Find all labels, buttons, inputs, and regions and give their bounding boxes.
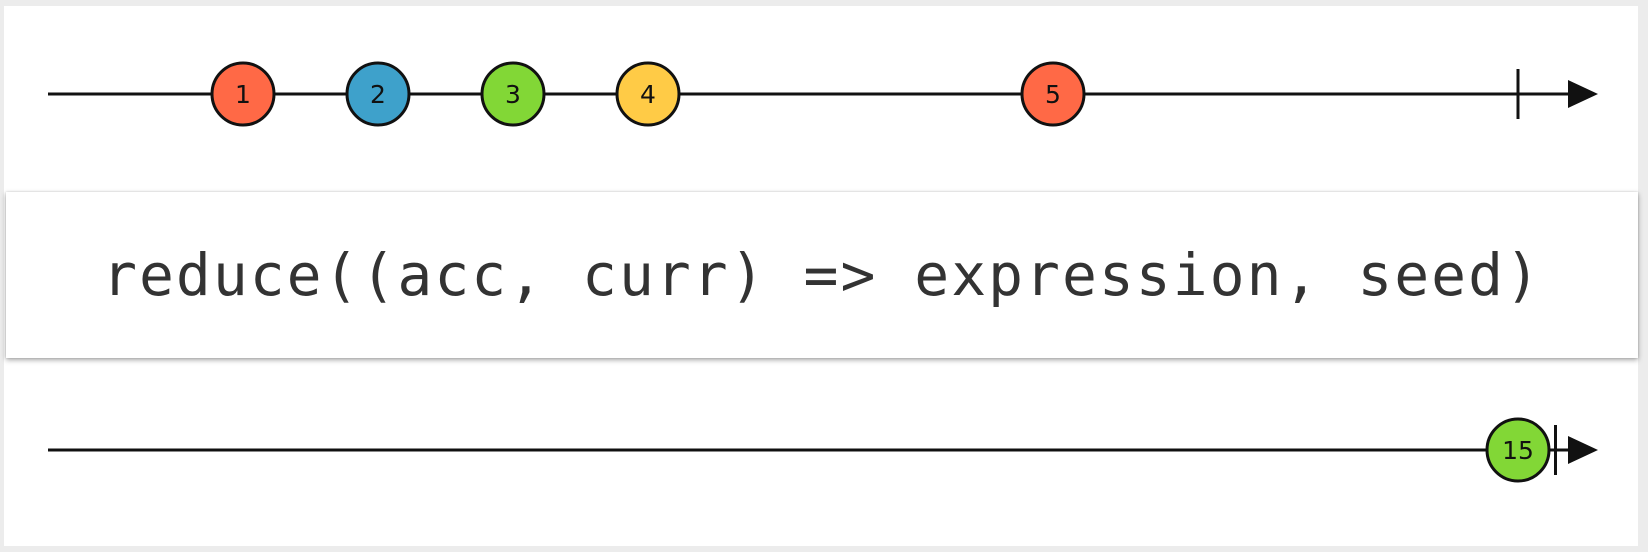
input-marble-label: 1 xyxy=(235,80,251,109)
operator-label: reduce((acc, curr) => expression, seed) xyxy=(102,241,1542,309)
input-marble-label: 4 xyxy=(640,80,656,109)
input-marble-circle xyxy=(345,61,411,127)
output-arrow-head xyxy=(1568,436,1598,464)
input-marble: 2 xyxy=(345,61,411,127)
input-marble: 4 xyxy=(615,61,681,127)
output-marble-circle xyxy=(1485,417,1551,483)
input-marble-label: 5 xyxy=(1045,80,1061,109)
input-marble-circle xyxy=(615,61,681,127)
input-marble: 3 xyxy=(480,61,546,127)
input-marble-circle xyxy=(1020,61,1086,127)
input-marble-circle xyxy=(210,61,276,127)
output-marble-label: 15 xyxy=(1502,436,1534,465)
input-timeline: 1 2 3 4 5 xyxy=(48,61,1598,127)
input-marble-circle xyxy=(480,61,546,127)
input-marble: 1 xyxy=(210,61,276,127)
input-marble-label: 3 xyxy=(505,80,521,109)
input-marble-label: 2 xyxy=(370,80,386,109)
operator-box: reduce((acc, curr) => expression, seed) xyxy=(6,192,1638,358)
input-arrow-head xyxy=(1568,80,1598,108)
output-marble: 15 xyxy=(1485,417,1551,483)
input-marble: 5 xyxy=(1020,61,1086,127)
